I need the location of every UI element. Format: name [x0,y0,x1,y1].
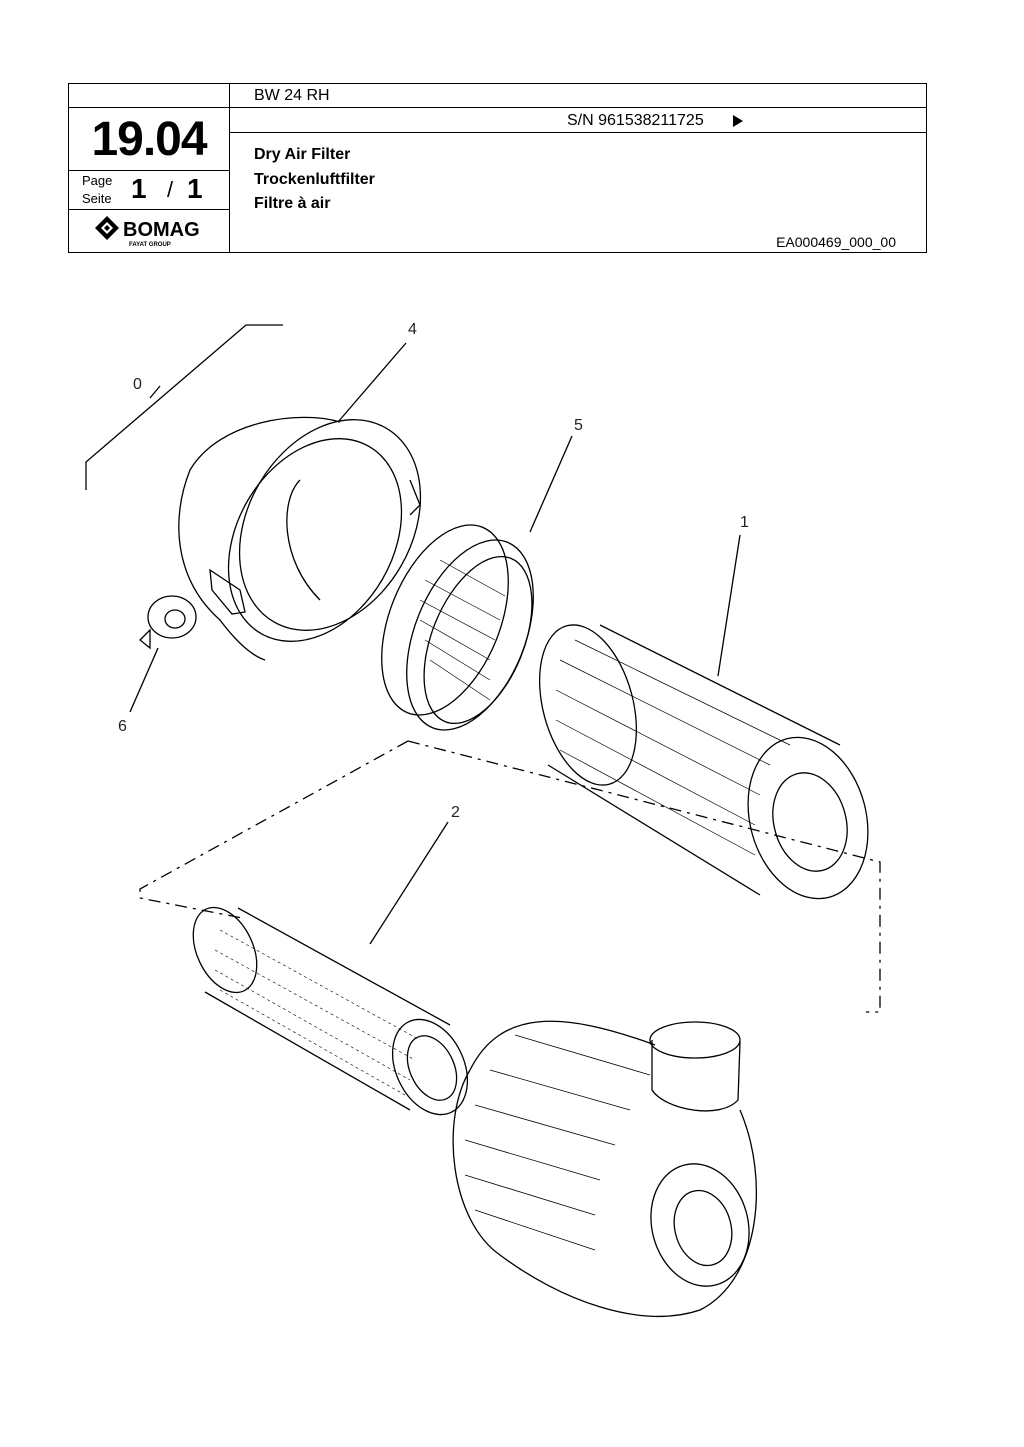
page-current: 1 [131,173,147,204]
title-block-right: BW 24 RH S/N 961538211725 Dry Air Filter… [230,84,926,252]
callout-4: 4 [408,321,417,338]
callout-0: 0 [133,376,142,393]
title-block: 19.04 Page Seite 1 / 1 BOMAG FAYAT GROUP… [68,83,927,253]
callout-2: 2 [451,804,460,821]
brand-sub: FAYAT GROUP [129,242,171,248]
model-name: BW 24 RH [230,84,926,108]
title-block-left: 19.04 Page Seite 1 / 1 BOMAG FAYAT GROUP [69,84,230,252]
play-arrow-icon [733,115,743,127]
drawing-code: EA000469_000_00 [776,234,896,250]
serial-number: S/N 961538211725 [567,112,704,129]
brand-name: BOMAG [123,219,200,241]
blank-cell [69,84,229,108]
title-french: Filtre à air [254,195,331,212]
title-english: Dry Air Filter [254,146,351,163]
bomag-logo: BOMAG FAYAT GROUP [69,212,229,254]
safety-filter-element [192,906,469,1116]
serial-row: S/N 961538211725 [230,108,926,133]
exploded-view-drawing: 0 4 5 1 6 2 [85,321,881,1317]
filter-cover [178,416,422,661]
title-german: Trockenluftfilter [254,171,375,188]
filter-ring [381,524,534,731]
callout-1: 1 [740,514,749,531]
page-label: Page [82,173,113,188]
page-total: 1 [187,173,203,204]
page-separator: / [167,177,174,202]
main-filter-element [538,624,869,900]
callout-5: 5 [574,417,583,434]
callout-6: 6 [118,718,127,735]
assembly-bracket [85,324,283,490]
page-indicator: Page Seite 1 / 1 [69,170,229,210]
clamp-part [139,595,197,650]
seite-label: Seite [82,191,112,206]
filter-housing [452,1020,757,1317]
section-number: 19.04 [91,113,207,166]
bomag-diamond-icon [95,216,119,240]
